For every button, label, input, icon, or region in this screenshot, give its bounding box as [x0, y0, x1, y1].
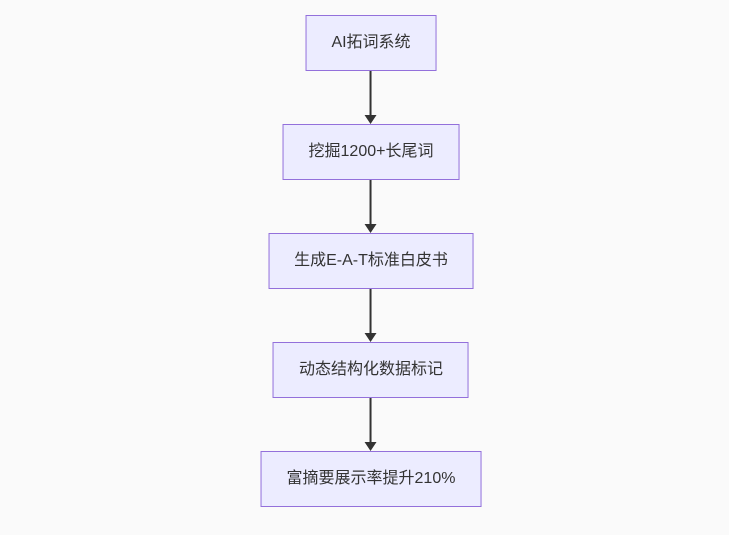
flowchart-node-3: 生成E-A-T标准白皮书	[268, 233, 474, 289]
flowchart-node-4: 动态结构化数据标记	[272, 342, 469, 398]
flow-arrow	[365, 180, 377, 233]
arrow-head-icon	[365, 115, 377, 124]
arrow-head-icon	[365, 224, 377, 233]
arrow-line	[370, 71, 372, 115]
flowchart-node-2: 挖掘1200+长尾词	[282, 124, 460, 180]
node-label: 富摘要展示率提升210%	[286, 470, 456, 488]
arrow-head-icon	[365, 333, 377, 342]
arrow-line	[370, 289, 372, 333]
flowchart-node-1: AI拓词系统	[305, 15, 437, 71]
arrow-line	[370, 180, 372, 224]
flow-arrow	[365, 289, 377, 342]
node-label: 生成E-A-T标准白皮书	[294, 252, 448, 270]
node-label: 挖掘1200+长尾词	[308, 143, 434, 161]
flow-arrow	[365, 71, 377, 124]
arrow-line	[370, 398, 372, 442]
flowchart: AI拓词系统挖掘1200+长尾词生成E-A-T标准白皮书动态结构化数据标记富摘要…	[260, 15, 482, 507]
arrow-head-icon	[365, 442, 377, 451]
flow-arrow	[365, 398, 377, 451]
node-label: 动态结构化数据标记	[298, 361, 443, 379]
node-label: AI拓词系统	[331, 34, 411, 52]
flowchart-node-5: 富摘要展示率提升210%	[260, 451, 482, 507]
